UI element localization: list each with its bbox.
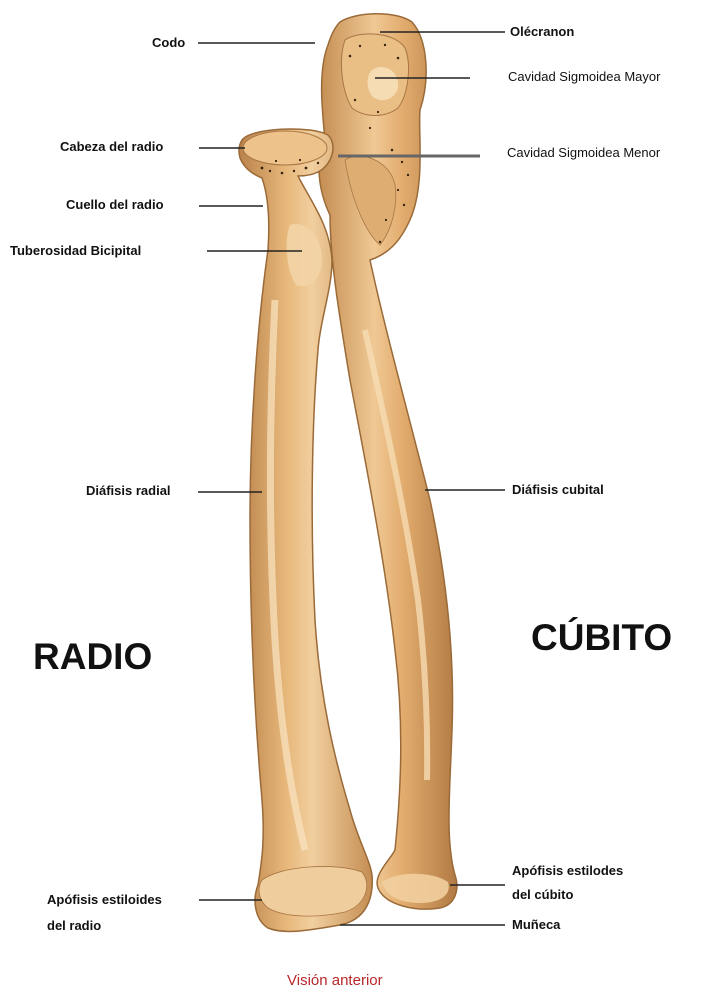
label-radio: RADIO [33,636,152,678]
label-diafisis-radial: Diáfisis radial [86,483,171,498]
label-cavidad-sigmoidea-menor: Cavidad Sigmoidea Menor [507,145,660,160]
label-apofisis-radio-line1: Apófisis estiloides [47,892,162,907]
label-cabeza-del-radio: Cabeza del radio [60,139,163,154]
label-diafisis-cubital: Diáfisis cubital [512,482,604,497]
label-cubito: CÚBITO [531,617,672,659]
label-olecranon: Olécranon [510,24,574,39]
caption-vision-anterior: Visión anterior [287,972,383,989]
label-cuello-del-radio: Cuello del radio [66,197,164,212]
label-tuberosidad-bicipital: Tuberosidad Bicipital [10,243,141,258]
label-codo: Codo [152,35,185,50]
label-muneca: Muñeca [512,917,560,932]
label-apofisis-cubito-line2: del cúbito [512,887,573,902]
label-apofisis-cubito-line1: Apófisis estilodes [512,863,623,878]
label-apofisis-radio-line2: del radio [47,918,101,933]
label-cavidad-sigmoidea-mayor: Cavidad Sigmoidea Mayor [508,69,660,84]
